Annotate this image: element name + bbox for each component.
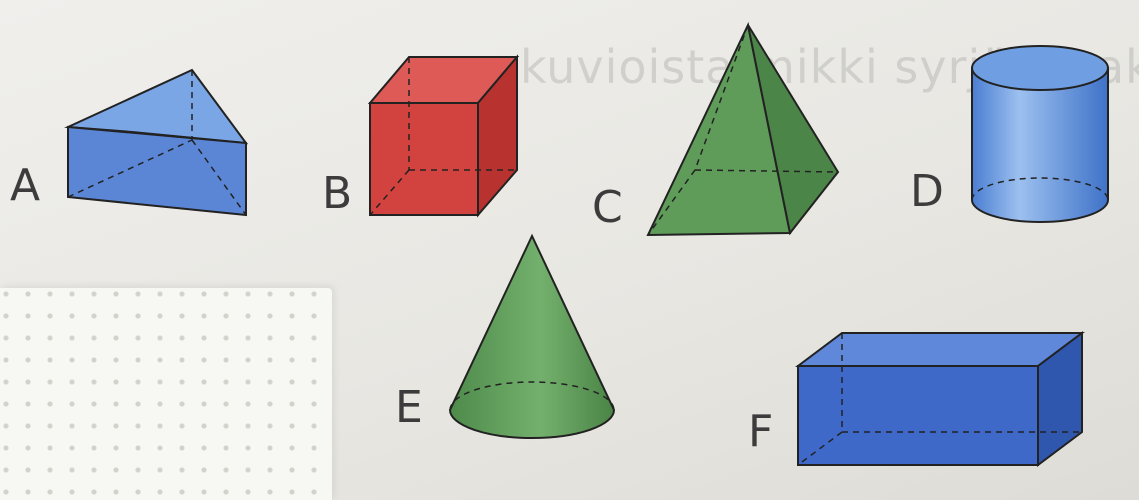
square-pyramid-icon	[646, 21, 840, 237]
shape-label-f: F	[748, 406, 774, 457]
cube-icon	[367, 54, 520, 218]
triangular-prism-icon	[64, 68, 249, 217]
tissue-paper	[0, 288, 332, 500]
shape-label-c: C	[592, 182, 623, 233]
shape-label-e: E	[395, 382, 423, 433]
rectangular-prism-icon	[795, 331, 1085, 467]
shape-label-d: D	[910, 166, 944, 217]
shape-label-b: B	[322, 168, 353, 219]
shape-label-a: A	[10, 160, 41, 211]
cone-icon	[448, 233, 616, 439]
cylinder-icon	[971, 45, 1109, 223]
